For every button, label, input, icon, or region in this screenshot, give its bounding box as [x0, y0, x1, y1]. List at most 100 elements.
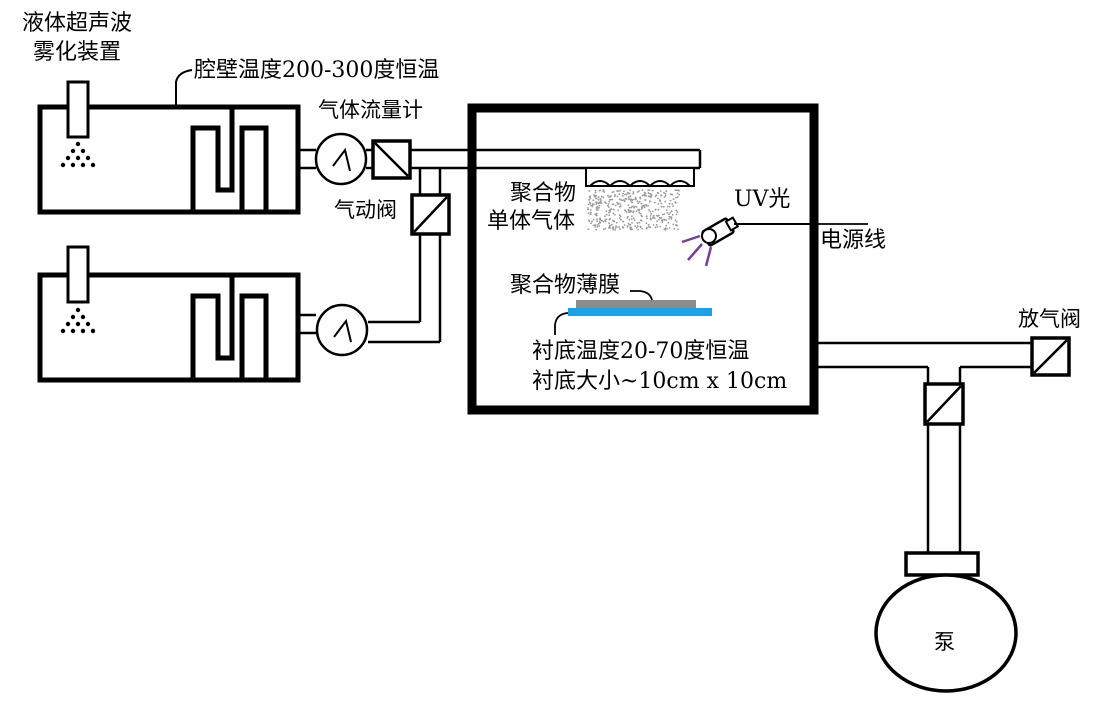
mist-dot: [605, 218, 608, 221]
mist-dot: [619, 205, 622, 208]
mist-dot: [654, 208, 657, 211]
mist-dot: [632, 205, 634, 208]
mist-dot: [619, 189, 621, 192]
atomizer-label-line2: 雾化装置: [33, 40, 121, 65]
vaporizer-chamber-bottom: [37, 272, 301, 383]
mist-dot: [599, 217, 601, 220]
mist-dot: [649, 215, 652, 217]
mist-dot: [605, 213, 608, 216]
mist-dot: [614, 194, 616, 196]
mist-dot: [595, 212, 598, 215]
mist-dot: [630, 206, 633, 209]
mist-dot: [610, 223, 613, 226]
mist-dot: [612, 219, 614, 222]
mist-dot: [672, 205, 674, 208]
mist-dot: [645, 215, 648, 218]
wall-temp-leader: [175, 69, 193, 107]
mist-dot: [608, 222, 610, 225]
mist-dot: [587, 203, 590, 206]
mist-dot: [664, 200, 667, 203]
mist-dot: [647, 192, 650, 194]
mist-dot: [656, 220, 658, 223]
mist-dot: [598, 206, 600, 209]
mist-dot: [612, 212, 615, 215]
mist-dot: [649, 200, 651, 203]
mist-dot: [594, 224, 596, 227]
mist-dot: [650, 193, 653, 196]
mist-dot: [668, 218, 671, 220]
mist-dot: [639, 212, 642, 215]
mist-dot: [613, 213, 616, 216]
mist-dot: [589, 202, 592, 205]
flowmeter-label: 气体流量计: [318, 98, 423, 122]
gas-inlet-manifold: [585, 167, 695, 188]
mist-dot: [587, 208, 589, 211]
mist-dot: [602, 189, 605, 192]
mist-dot: [654, 226, 657, 229]
flowmeter-top: [314, 132, 368, 186]
mist-dot: [607, 194, 609, 197]
mist-dot: [595, 203, 598, 206]
mist-dot: [640, 214, 643, 217]
mist-dot: [641, 227, 643, 230]
mist-dot: [675, 209, 678, 212]
mist-dot: [668, 215, 671, 218]
mist-dot: [600, 195, 603, 198]
mist-dot: [621, 226, 624, 228]
atomizer-nozzle-top: [66, 80, 90, 139]
polymer-film-label: 聚合物薄膜: [510, 273, 620, 298]
mist-dot: [668, 213, 670, 216]
mist-dot: [656, 226, 659, 228]
mist-dot: [595, 207, 598, 209]
mist-dot: [634, 225, 637, 228]
mist-dot: [641, 207, 643, 210]
monomer-label-line1: 聚合物: [510, 181, 576, 206]
mist-dot: [612, 228, 615, 231]
atomizer-nozzle-bottom: [66, 245, 90, 304]
mist-dot: [664, 194, 667, 197]
mist-dot: [596, 205, 599, 208]
mist-dot: [663, 219, 666, 221]
mist-dot: [678, 189, 680, 192]
mist-dot: [615, 226, 618, 228]
mist-dot: [638, 221, 641, 224]
mist-dot: [596, 225, 599, 228]
film-leader: [630, 290, 653, 301]
substrate-temp-label: 衬底温度20-70度恒温: [532, 339, 749, 364]
mist-droplets-bottom: [60, 307, 96, 334]
vent-valve: [1030, 336, 1071, 377]
mist-dot: [672, 223, 675, 226]
mist-dot: [641, 194, 644, 197]
uv-rays: [681, 234, 713, 267]
mist-dot: [630, 218, 633, 220]
vaporizer-chamber-top: [37, 104, 301, 215]
mist-dot: [597, 209, 599, 211]
mist-dot: [592, 224, 595, 227]
mist-dot: [675, 189, 678, 192]
mist-dot: [631, 221, 633, 224]
mist-dot: [671, 203, 674, 205]
mist-dot: [598, 222, 600, 225]
mist-dot: [647, 189, 650, 192]
mist-dot: [608, 225, 611, 228]
mist-dot: [604, 219, 606, 222]
mist-dot: [598, 204, 601, 207]
mist-dot: [618, 198, 621, 201]
mist-dot: [614, 195, 616, 198]
mist-dot: [635, 226, 638, 229]
mist-dot: [589, 211, 592, 214]
mist-dot: [638, 211, 641, 214]
mist-dot: [621, 195, 624, 197]
mist-dot: [608, 226, 610, 229]
mist-dot: [668, 202, 671, 205]
mist-dot: [659, 190, 662, 192]
mist-dot: [595, 214, 598, 217]
mist-dot: [653, 214, 655, 217]
mist-dot: [626, 225, 629, 228]
mist-dot: [602, 228, 605, 231]
mist-dot: [662, 213, 664, 216]
mist-dot: [602, 190, 605, 193]
mist-dot: [646, 226, 649, 229]
mist-dot: [590, 222, 592, 225]
